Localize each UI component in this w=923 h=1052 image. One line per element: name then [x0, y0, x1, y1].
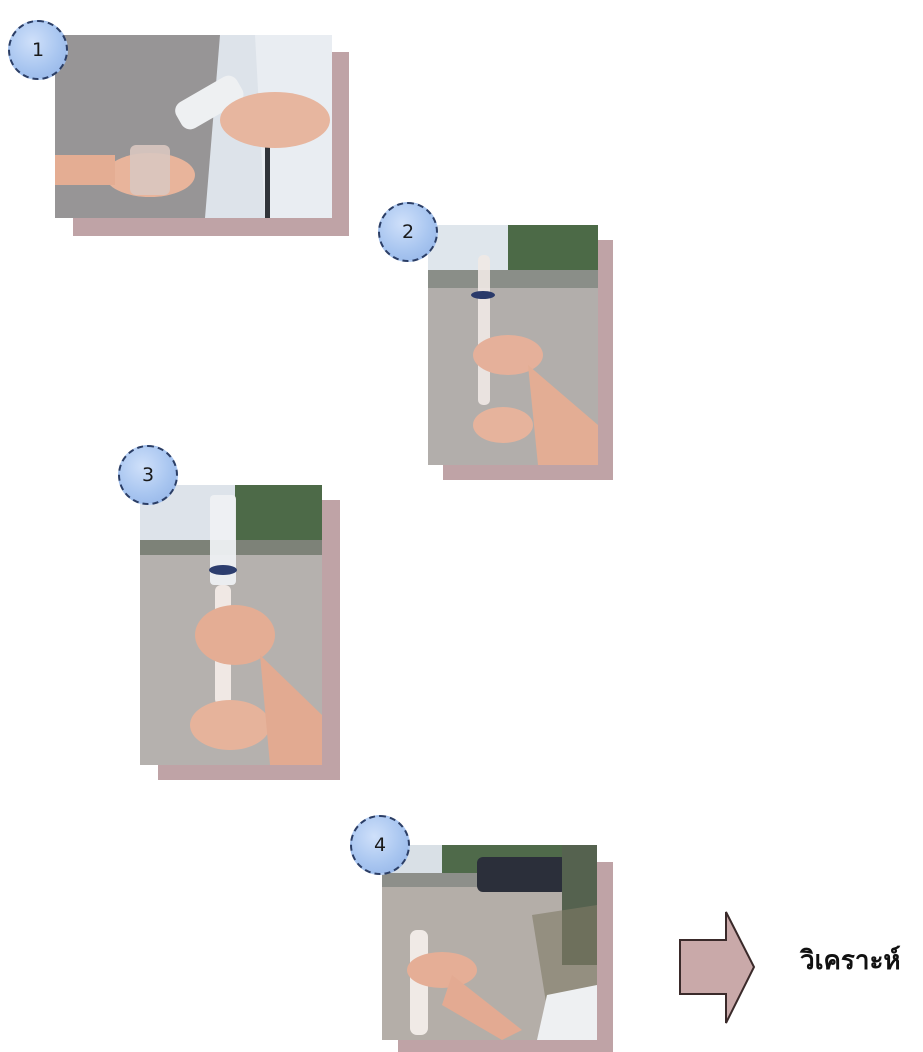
arrow-right-icon: [678, 910, 758, 1025]
step-1-photo: [55, 35, 332, 218]
step-3-badge: 3: [118, 445, 178, 505]
step-2-photo: [428, 225, 598, 465]
step-4-photo: [382, 845, 597, 1040]
step-4-badge: 4: [350, 815, 410, 875]
analyze-label: วิเคราะห์: [800, 940, 901, 981]
step-3-photo: [140, 485, 322, 765]
step-2-badge: 2: [378, 202, 438, 262]
step-1-badge: 1: [8, 20, 68, 80]
